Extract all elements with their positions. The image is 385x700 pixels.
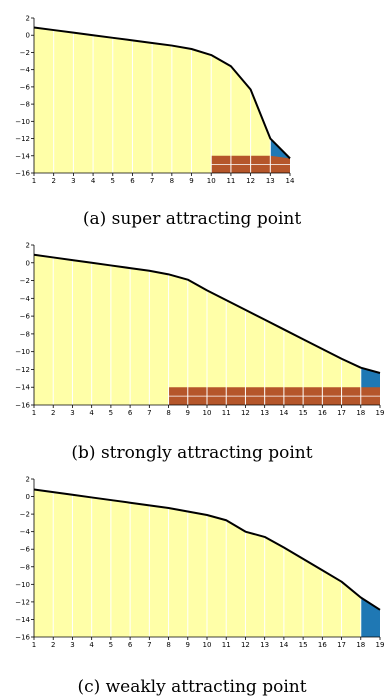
y-tick-label: 2 (26, 242, 30, 250)
x-tick-label: 11 (222, 641, 231, 649)
x-tick-label: 8 (170, 177, 174, 185)
y-tick-label: −6 (20, 313, 31, 321)
y-tick-label: −4 (20, 295, 31, 303)
x-tick-label: 2 (51, 641, 55, 649)
x-tick-label: 4 (89, 409, 94, 417)
x-tick-label: 5 (111, 177, 115, 185)
x-tick-label: 19 (376, 641, 385, 649)
x-tick-label: 13 (266, 177, 275, 185)
x-tick-label: 3 (71, 177, 75, 185)
y-tick-label: −4 (20, 66, 31, 74)
x-tick-label: 9 (186, 641, 190, 649)
x-tick-label: 2 (51, 177, 55, 185)
y-tick-label: −6 (20, 546, 31, 554)
x-tick-label: 11 (226, 177, 235, 185)
x-tick-label: 17 (337, 641, 346, 649)
x-tick-label: 12 (246, 177, 255, 185)
x-tick-label: 12 (241, 409, 250, 417)
x-tick-label: 11 (222, 409, 231, 417)
x-tick-label: 15 (299, 409, 308, 417)
x-tick-label: 14 (286, 177, 295, 185)
x-tick-label: 19 (376, 409, 385, 417)
y-tick-label: −10 (15, 118, 30, 126)
x-tick-label: 17 (337, 409, 346, 417)
x-tick-label: 2 (51, 409, 55, 417)
y-tick-label: −14 (15, 152, 30, 160)
y-tick-label: −8 (20, 101, 30, 109)
y-tick-label: 0 (26, 32, 30, 40)
y-tick-label: 2 (26, 15, 30, 23)
x-tick-label: 4 (91, 177, 96, 185)
y-tick-label: −6 (20, 83, 31, 91)
x-tick-label: 16 (318, 409, 327, 417)
x-tick-label: 6 (130, 177, 135, 185)
x-tick-label: 5 (109, 409, 113, 417)
x-tick-label: 1 (32, 409, 36, 417)
y-tick-label: −10 (15, 581, 30, 589)
y-tick-label: −10 (15, 348, 30, 356)
y-tick-label: −12 (15, 366, 30, 374)
curve-line (33, 253, 381, 374)
y-tick-label: 0 (26, 259, 30, 267)
x-tick-label: 7 (147, 641, 151, 649)
y-tick-label: −4 (20, 528, 31, 536)
x-tick-label: 4 (89, 641, 94, 649)
x-tick-label: 1 (32, 177, 36, 185)
y-tick-label: −14 (15, 384, 30, 392)
x-tick-label: 15 (299, 641, 308, 649)
x-tick-label: 1 (32, 641, 36, 649)
y-tick-label: −2 (20, 511, 30, 519)
y-tick-label: −2 (20, 277, 30, 285)
x-tick-label: 12 (241, 641, 250, 649)
x-tick-label: 3 (70, 641, 74, 649)
x-tick-label: 10 (207, 177, 216, 185)
x-tick-label: 14 (279, 409, 288, 417)
y-tick-label: −14 (15, 616, 30, 624)
y-tick-label: −8 (20, 330, 30, 338)
x-tick-label: 5 (109, 641, 113, 649)
y-tick-label: −8 (20, 563, 30, 571)
area-fill (34, 27, 290, 173)
y-tick-label: 2 (26, 476, 30, 484)
caption-b: (b) strongly attracting point (71, 443, 312, 463)
curve-line (33, 26, 291, 160)
x-tick-label: 18 (356, 409, 365, 417)
x-tick-label: 8 (166, 641, 170, 649)
x-tick-label: 10 (203, 641, 212, 649)
curve-line (33, 488, 381, 611)
y-tick-label: −12 (15, 598, 30, 606)
x-tick-label: 13 (260, 641, 269, 649)
x-tick-label: 6 (128, 409, 133, 417)
caption-a: (a) super attracting point (83, 209, 302, 229)
x-tick-label: 3 (70, 409, 74, 417)
x-tick-label: 9 (186, 409, 190, 417)
y-tick-label: −16 (15, 634, 30, 642)
x-tick-label: 16 (318, 641, 327, 649)
x-tick-label: 18 (356, 641, 365, 649)
y-tick-label: −16 (15, 170, 30, 178)
caption-c: (c) weakly attracting point (77, 677, 306, 697)
y-tick-label: −2 (20, 49, 30, 57)
x-tick-label: 14 (279, 641, 288, 649)
y-tick-label: −16 (15, 402, 30, 410)
x-tick-label: 7 (147, 409, 151, 417)
x-tick-label: 6 (128, 641, 133, 649)
x-tick-label: 13 (260, 409, 269, 417)
x-tick-label: 10 (203, 409, 212, 417)
x-tick-label: 8 (166, 409, 170, 417)
x-tick-label: 9 (189, 177, 193, 185)
y-tick-label: −12 (15, 135, 30, 143)
x-tick-label: 7 (150, 177, 154, 185)
y-tick-label: 0 (26, 493, 30, 501)
